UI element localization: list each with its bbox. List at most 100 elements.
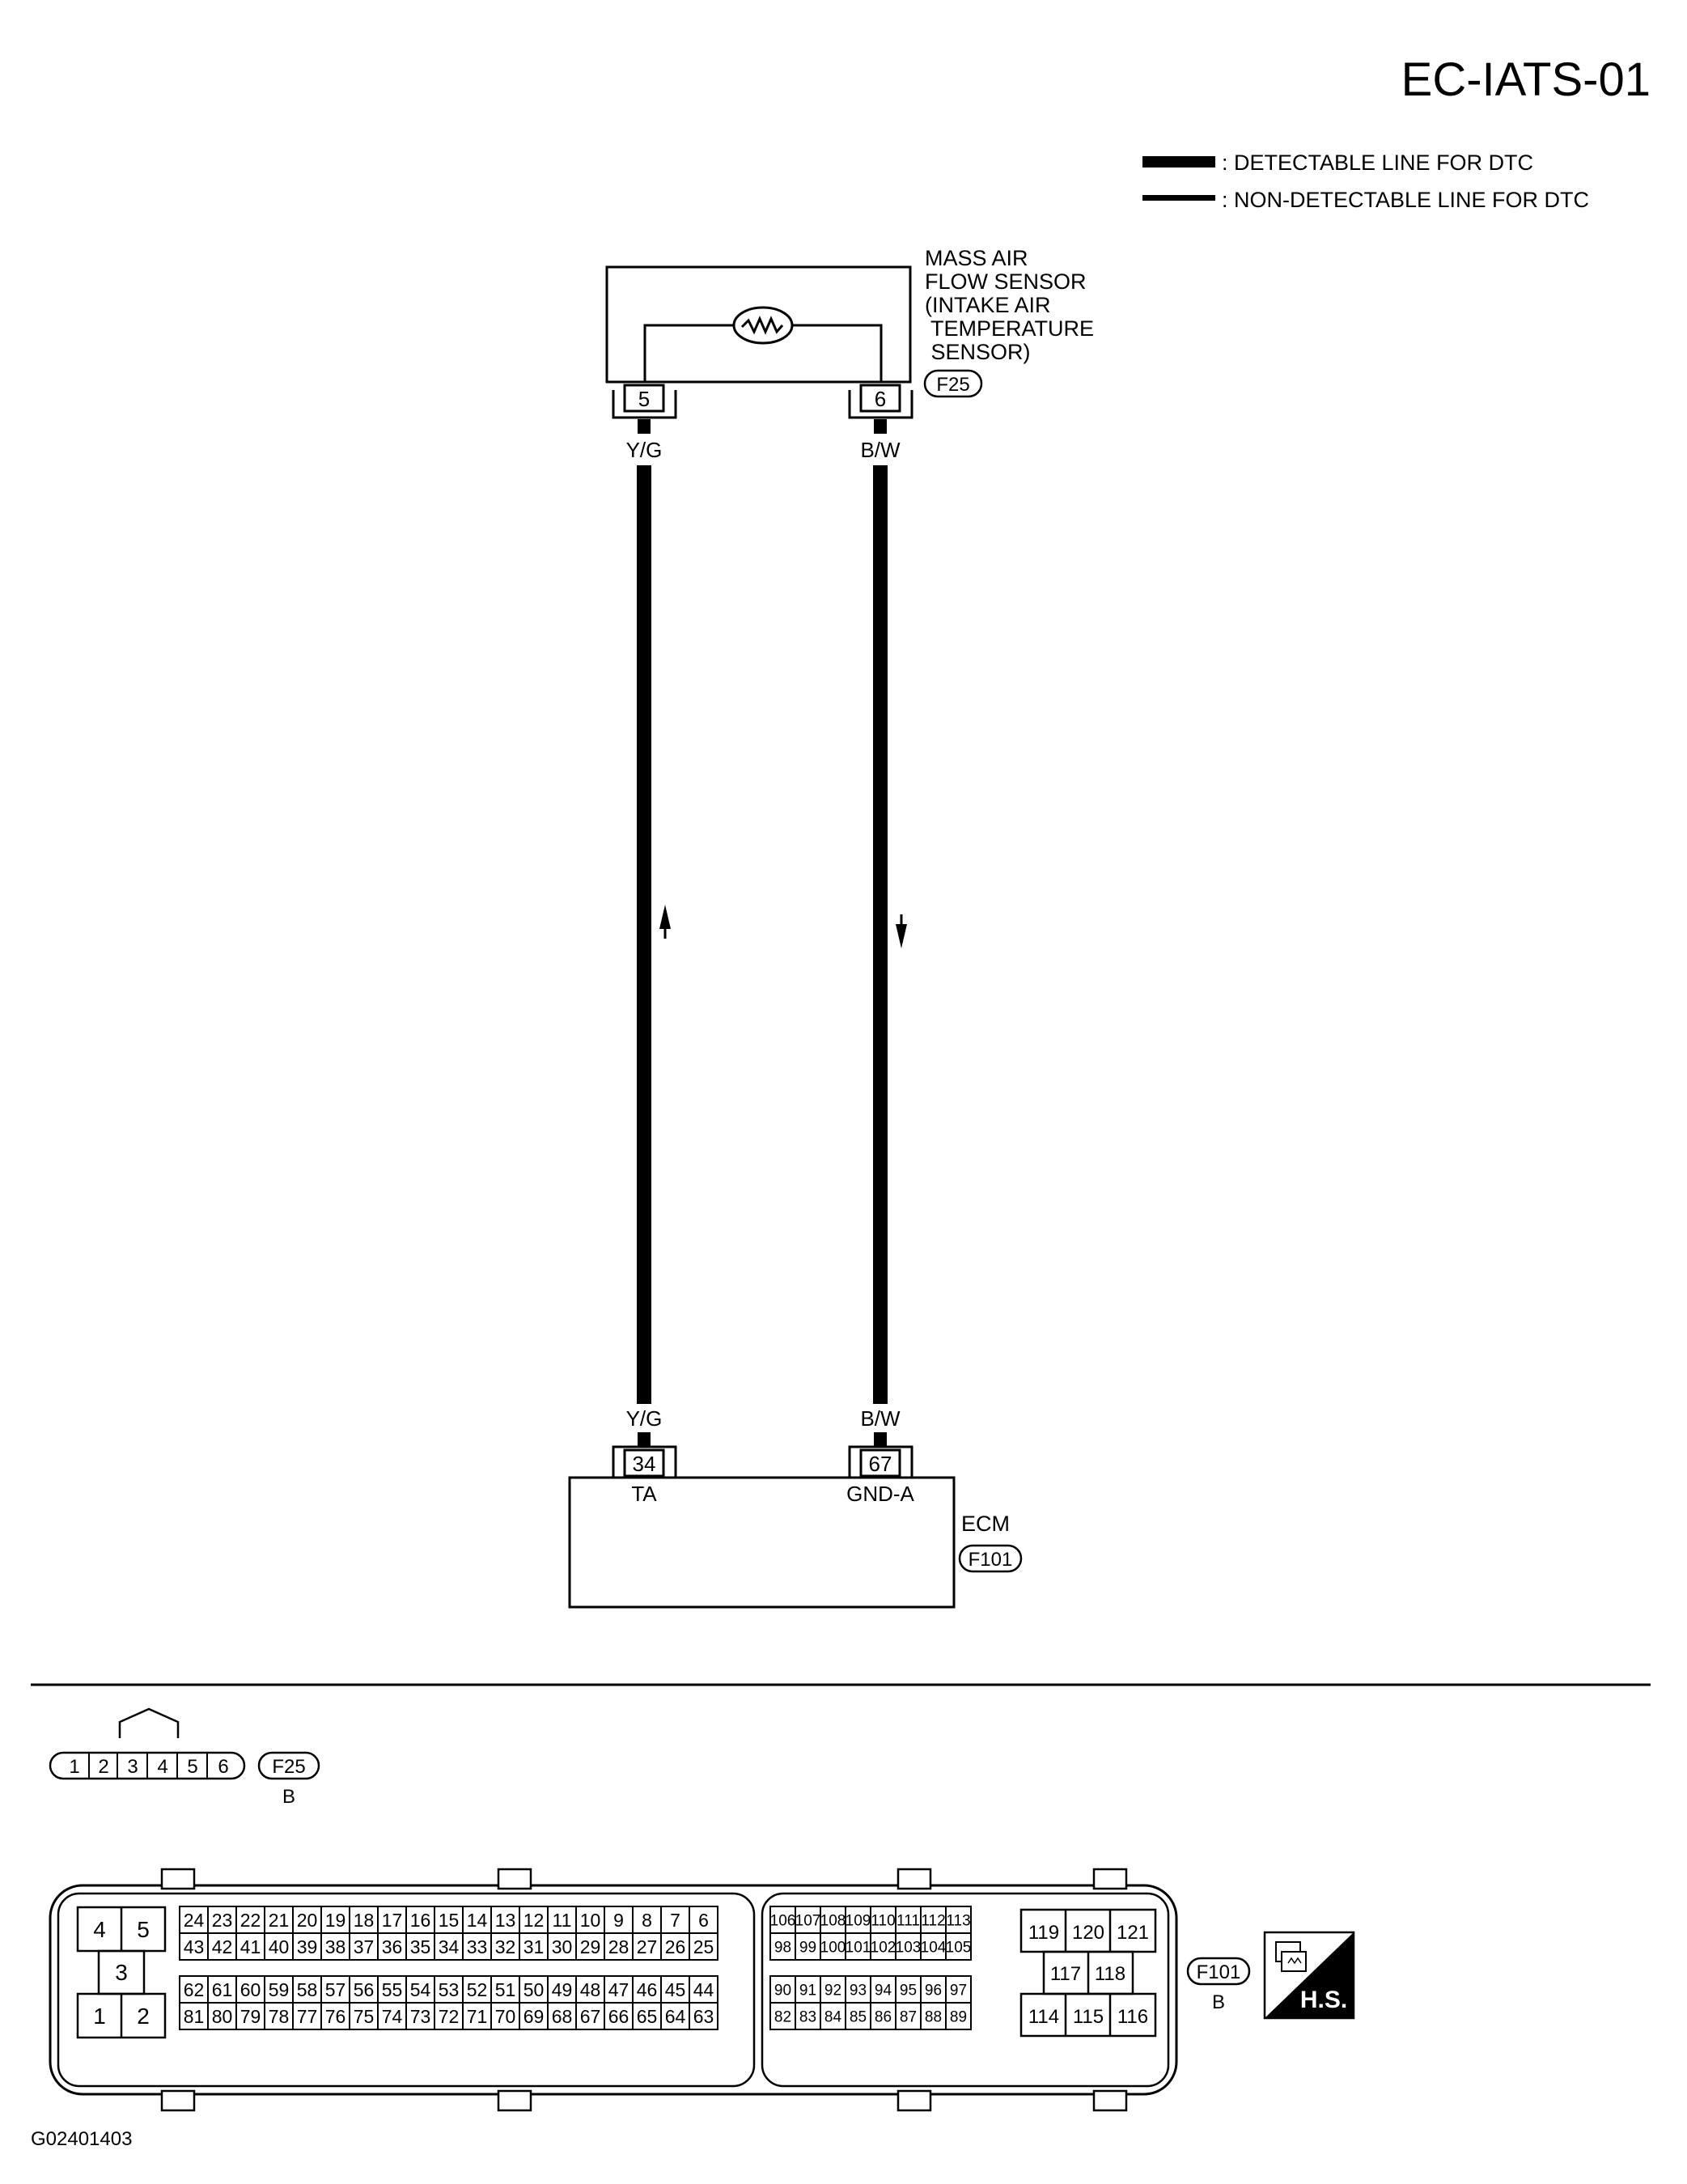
hs-badge-text: H.S. — [1300, 1987, 1347, 2013]
f101-pin: 120 — [1072, 1922, 1104, 1944]
sensor-box — [605, 265, 912, 384]
f101-pin: 43 — [184, 1936, 205, 1957]
sensor-pin-left: 5 — [638, 387, 650, 411]
sensor-name-line-4: TEMPERATURE — [925, 316, 1094, 341]
ecm-pin-box-gnd — [859, 1448, 901, 1478]
wire-bw-top-stub — [874, 419, 887, 434]
f101-pin: 35 — [410, 1936, 431, 1957]
f101-pin: 41 — [240, 1936, 261, 1957]
f101-pin: 63 — [693, 2006, 714, 2027]
f101-pin: 70 — [495, 2006, 516, 2027]
wire-yg: Y/G Y/G — [626, 419, 671, 1447]
legend: : DETECTABLE LINE FOR DTC : NON-DETECTAB… — [1142, 151, 1589, 212]
f25-color: B — [282, 1786, 295, 1808]
f101-pin: 79 — [240, 2006, 261, 2027]
f101-pin: 101 — [846, 1939, 871, 1956]
f101-pin: 42 — [212, 1936, 233, 1957]
f101-pin: 85 — [850, 2008, 867, 2025]
f101-pin: 45 — [665, 1979, 686, 2000]
f101-pin: 107 — [795, 1912, 821, 1929]
f101-pin: 54 — [410, 1979, 431, 2000]
f101-pin: 62 — [184, 1979, 205, 2000]
f101-pin: 102 — [871, 1939, 896, 1956]
f101-pin: 83 — [799, 2008, 816, 2025]
f101-pin: 47 — [608, 1979, 629, 2000]
f101-pin: 39 — [297, 1936, 318, 1957]
mass-air-flow-sensor: MASS AIR FLOW SENSOR (INTAKE AIR TEMPERA… — [605, 246, 1094, 419]
f101-tab — [1092, 1868, 1128, 1890]
f101-pin-cell — [689, 2002, 718, 2030]
f101-pin: 16 — [410, 1910, 431, 1931]
f101-pin: 61 — [212, 1979, 233, 2000]
f101-pin: 53 — [439, 1979, 460, 2000]
sensor-name-line-1: MASS AIR — [925, 246, 1028, 270]
f101-pin: 12 — [523, 1910, 545, 1931]
f101-pin: 21 — [269, 1910, 290, 1931]
sensor-name-line-3: (INTAKE AIR — [925, 293, 1051, 317]
f101-pin: 52 — [467, 1979, 488, 2000]
f101-pin: 68 — [552, 2006, 573, 2027]
f101-pin: 32 — [495, 1936, 516, 1957]
legend-thin-line — [1142, 195, 1215, 201]
legend-detectable-label: : DETECTABLE LINE FOR DTC — [1222, 151, 1533, 175]
ecm-name: ECM — [961, 1512, 1010, 1536]
f101-pin: 98 — [774, 1939, 791, 1956]
f101-section-left — [57, 1892, 756, 2088]
f101-pin: 100 — [820, 1939, 846, 1956]
f101-pin: 15 — [439, 1910, 460, 1931]
ecm-terminal-gnd: GND-A — [846, 1482, 914, 1506]
f101-pin: 28 — [608, 1936, 629, 1957]
ecm: 34 TA 67 GND-A ECM F101 — [568, 1445, 1023, 1609]
f101-tab — [896, 2089, 932, 2112]
f101-pin: 96 — [925, 1982, 942, 1999]
f25-pin: 2 — [98, 1756, 108, 1778]
ecm-terminal-ta: TA — [631, 1482, 657, 1506]
f101-pin: 75 — [354, 2006, 375, 2027]
f101-pin: 57 — [325, 1979, 346, 2000]
sensor-name: MASS AIR FLOW SENSOR (INTAKE AIR TEMPERA… — [925, 246, 1094, 364]
f101-pin: 94 — [875, 1982, 892, 1999]
f101-tab — [497, 1868, 532, 1890]
f101-pin: 7 — [670, 1910, 680, 1931]
ecm-connector-badge — [958, 1544, 1023, 1573]
f101-pin: 115 — [1073, 2006, 1104, 2028]
wire-bw-bottom-stub — [874, 1432, 887, 1447]
f101-pin: 48 — [580, 1979, 601, 2000]
f101-section-right — [761, 1892, 1170, 2088]
sensor-pin-housing-left — [612, 390, 677, 419]
f101-pin: 27 — [637, 1936, 658, 1957]
f101-pin: 49 — [552, 1979, 573, 2000]
f101-pin: 59 — [269, 1979, 290, 2000]
ecm-pin-housing-ta — [612, 1445, 677, 1478]
f101-pin: 99 — [799, 1939, 816, 1956]
f101-pin: 10 — [580, 1910, 601, 1931]
connector-f25-face: 1 2 3 4 5 6 F25 B — [49, 1707, 320, 1808]
sensor-connector-badge — [923, 369, 983, 398]
f101-pin: 104 — [921, 1939, 947, 1956]
ecm-pin-box-ta — [623, 1448, 665, 1478]
f101-pin: 78 — [269, 2006, 290, 2027]
f101-pin: 97 — [950, 1982, 967, 1999]
f101-pin-cell — [945, 2002, 972, 2030]
arrow-down-icon — [896, 914, 907, 948]
f101-pin: 77 — [297, 2006, 318, 2027]
wire-bw-line — [873, 465, 888, 1404]
f101-pin: 19 — [325, 1910, 346, 1931]
f101-id: F101 — [1197, 1961, 1241, 1983]
f101-pin: 90 — [774, 1982, 791, 1999]
f101-pin: 86 — [875, 2008, 892, 2025]
f101-pin: 91 — [799, 1982, 816, 1999]
sensor-pin-box-left — [623, 384, 665, 413]
ecm-connector-id: F101 — [969, 1549, 1013, 1571]
f101-pin: 80 — [212, 2006, 233, 2027]
f101-pin: 29 — [580, 1936, 601, 1957]
f101-pin: 9 — [613, 1910, 624, 1931]
f101-pin: 114 — [1028, 2006, 1059, 2028]
ecm-box — [568, 1476, 956, 1609]
sensor-internal-wire-right — [792, 324, 883, 382]
f101-pin: 3 — [115, 1960, 128, 1985]
wire-yg-line — [637, 465, 651, 1404]
f101-pin: 92 — [824, 1982, 841, 1999]
f101-pin: 105 — [946, 1939, 972, 1956]
